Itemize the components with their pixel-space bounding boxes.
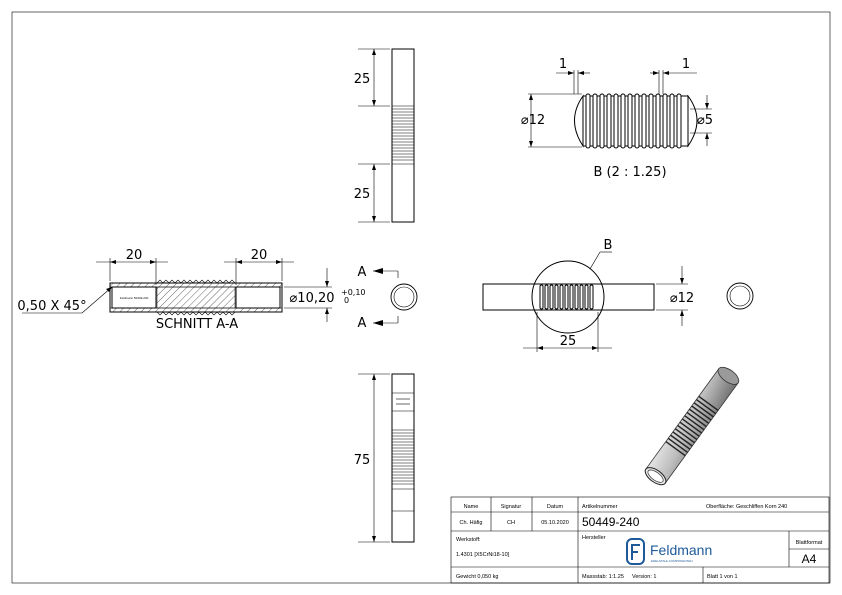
isometric-view bbox=[644, 366, 740, 486]
dim-side-top: 25 bbox=[354, 72, 371, 87]
tb-date: 05.10.2020 bbox=[541, 520, 569, 526]
tb-material-label: Werkstoff: bbox=[456, 537, 481, 543]
brand-tagline: EDELSTAHL KOMPONENTEN bbox=[651, 559, 693, 563]
svg-text:Feldmann 50449-240: Feldmann 50449-240 bbox=[120, 296, 149, 300]
detail-scale-label: B (2 : 1.25) bbox=[593, 165, 666, 180]
dim-section-left: 20 bbox=[126, 248, 143, 263]
dim-side-bottom: 25 bbox=[354, 187, 371, 202]
section-marker-bottom: A bbox=[358, 316, 367, 331]
dim-detail-outer-dia: ⌀12 bbox=[521, 113, 545, 128]
tb-scale: Massstab: 1:1.25 bbox=[582, 574, 624, 580]
dim-front-dia: ⌀12 bbox=[670, 291, 694, 306]
sheet-border bbox=[11, 11, 831, 584]
tb-sheet-format: A4 bbox=[802, 552, 817, 566]
dim-chamfer: 0,50 X 45° bbox=[17, 299, 86, 314]
tb-signature: CH bbox=[507, 520, 515, 526]
dim-side-length: 75 bbox=[354, 453, 371, 468]
section-thread-teeth bbox=[156, 279, 236, 316]
side-view-top: 25 25 bbox=[354, 48, 415, 223]
detail-thread-slots bbox=[585, 93, 682, 149]
tb-header-date: Datum bbox=[547, 504, 564, 510]
tb-header-signature: Signatur bbox=[501, 504, 522, 510]
rod-outline bbox=[391, 48, 415, 223]
dim-front-thread-len: 25 bbox=[560, 334, 577, 349]
tb-surface: Oberfläche: Geschliffen Korn 240 bbox=[706, 504, 787, 510]
section-title: SCHNITT A-A bbox=[156, 317, 238, 332]
dim-detail-pitch-left: 1 bbox=[559, 57, 567, 72]
tb-drawn-by: Ch. Häfig bbox=[460, 520, 483, 526]
detail-b-view: 1 1 ⌀12 ⌀5 B (2 : 1.25) bbox=[521, 57, 713, 180]
section-a-a-view: Feldmann 50449-240 20 20 ⌀10,20 +0,10 0 … bbox=[17, 248, 365, 332]
dim-section-tol-upper: +0,10 bbox=[341, 288, 366, 297]
brand-name: Feldmann bbox=[650, 542, 712, 558]
side-view-length: 75 bbox=[354, 373, 415, 543]
dim-detail-inner-dia: ⌀5 bbox=[697, 113, 713, 128]
length-knurl-lines bbox=[392, 432, 414, 485]
dim-section-tol-lower: 0 bbox=[344, 296, 349, 305]
front-view: B 25 ⌀12 bbox=[482, 238, 754, 352]
tb-sheet-format-label: Blattformat bbox=[796, 540, 823, 546]
tb-version: Version: 1 bbox=[632, 574, 656, 580]
tb-header-name: Name bbox=[464, 504, 479, 510]
dim-section-bore: ⌀10,20 bbox=[289, 291, 334, 306]
dim-detail-pitch-right: 1 bbox=[682, 57, 690, 72]
section-marker-top: A bbox=[358, 265, 367, 280]
tb-weight: Gewicht 0,050 kg bbox=[456, 574, 499, 580]
tb-manufacturer-label: Hersteller bbox=[582, 535, 606, 541]
tb-sheet: Blatt 1 von 1 bbox=[707, 574, 738, 580]
knurl-lines bbox=[392, 108, 414, 161]
tb-article-number: 50449-240 bbox=[582, 515, 640, 529]
detail-marker-b: B bbox=[604, 238, 613, 253]
section-cut-markers: A A bbox=[358, 265, 418, 331]
tb-material-value: 1.4301 [X5CrNi18-10] bbox=[456, 552, 510, 558]
title-block: Name Signatur Datum Ch. Häfig CH 05.10.2… bbox=[450, 496, 830, 584]
tb-article-label: Artikelnummer bbox=[582, 504, 618, 510]
front-thread-slots bbox=[539, 284, 594, 310]
feldmann-logo: Feldmann EDELSTAHL KOMPONENTEN bbox=[626, 538, 712, 565]
dim-section-right: 20 bbox=[251, 248, 268, 263]
